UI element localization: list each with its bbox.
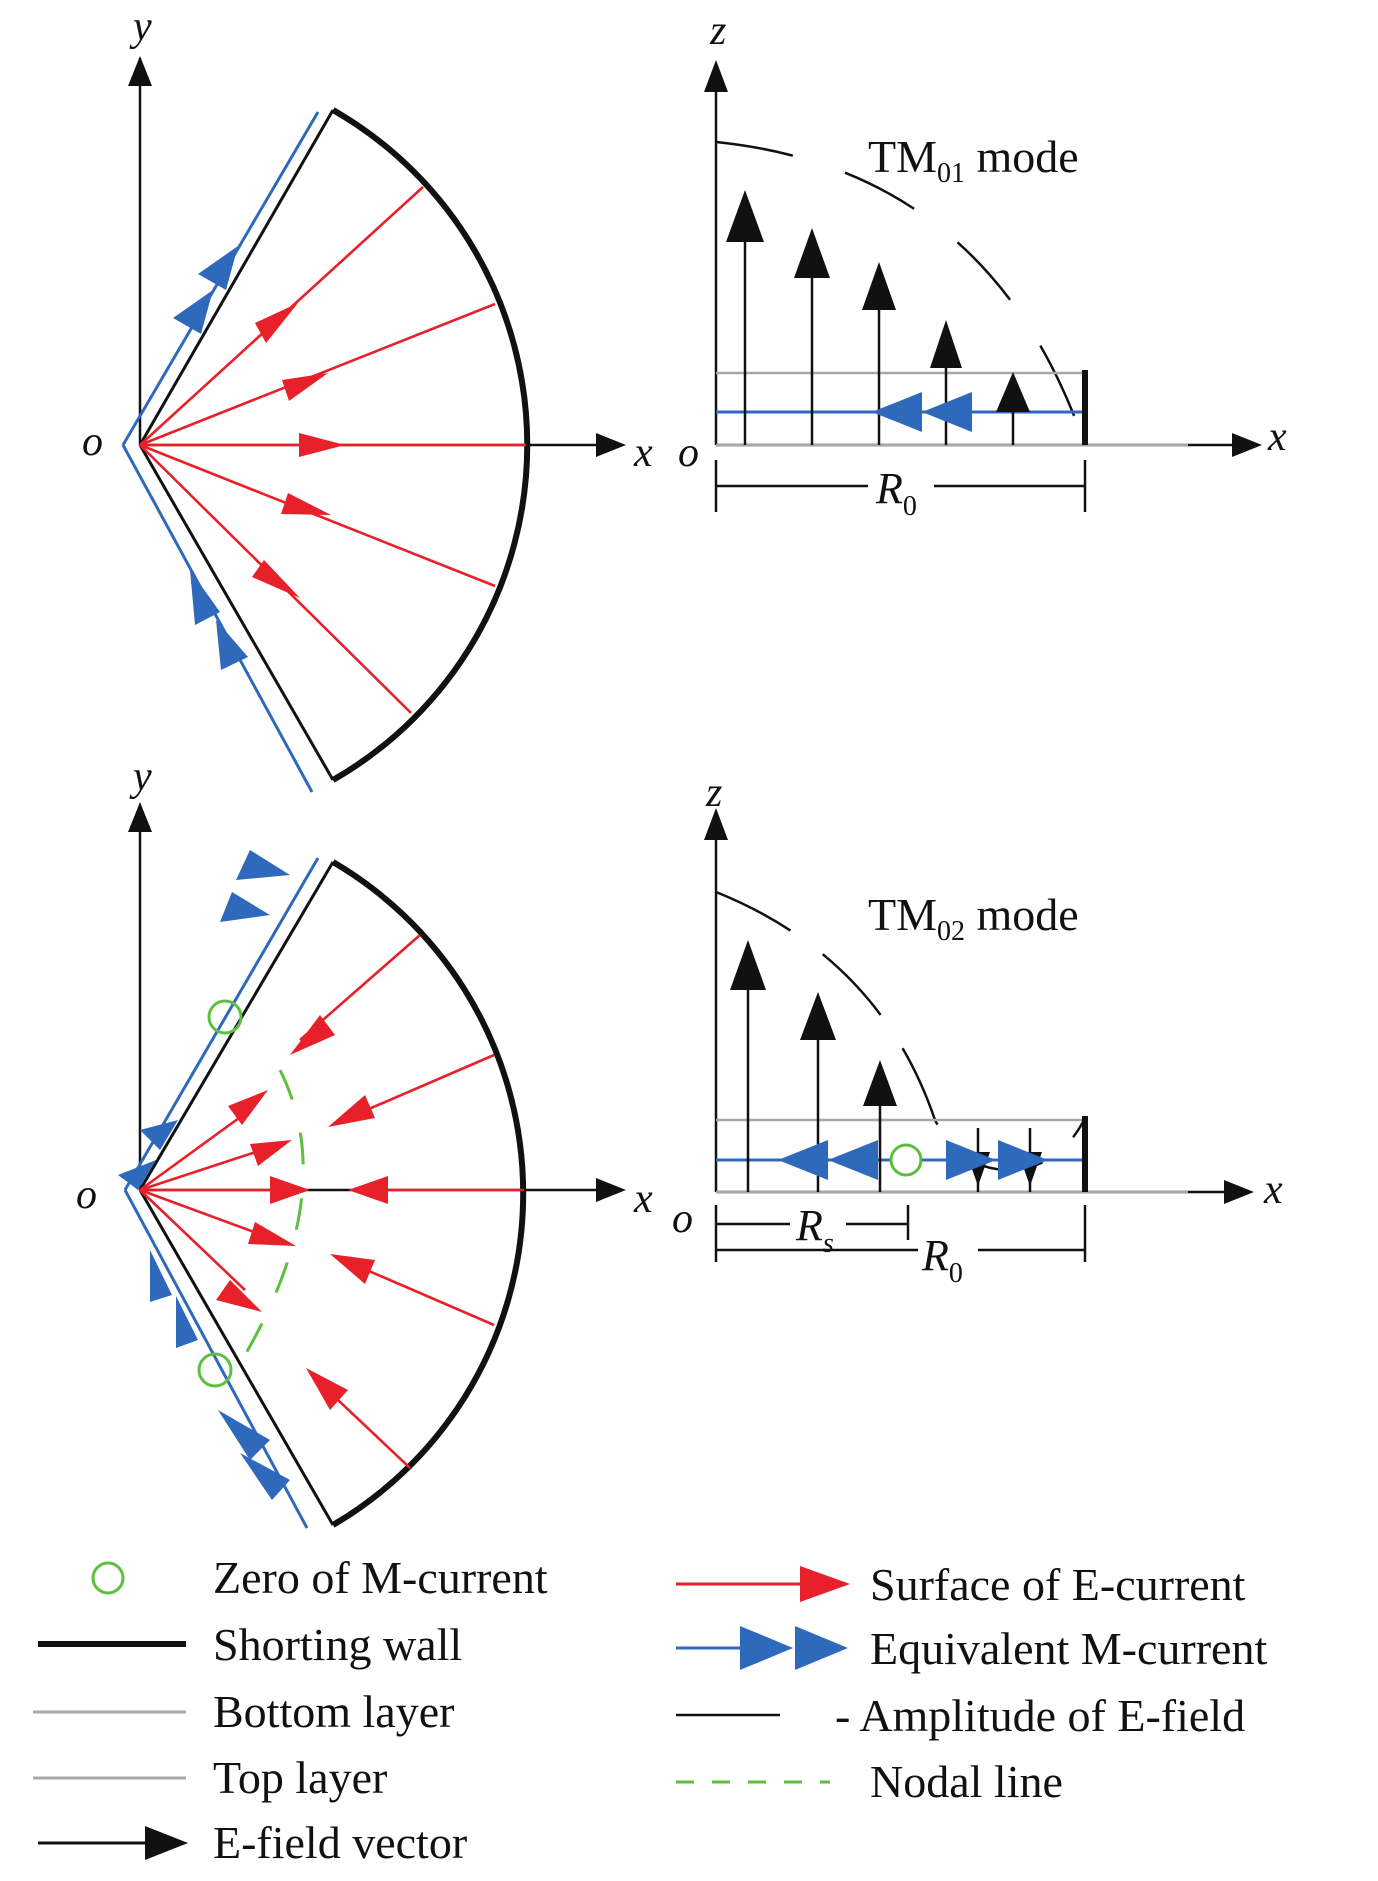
e-field-amplitude-curve <box>715 140 1087 446</box>
x-axis-arrowhead <box>596 433 626 457</box>
e-current-rays <box>139 186 526 714</box>
e-field-arrowheads-up <box>730 940 897 1106</box>
r0-label: R0 <box>921 1231 963 1289</box>
x-axis-label: x <box>633 430 653 476</box>
legend-zero-label: Zero of M-current <box>213 1552 548 1603</box>
origin-label: o <box>678 430 699 476</box>
legend-amplitude-label: - Amplitude of E-field <box>835 1690 1245 1741</box>
legend-top-layer-label: Top layer <box>213 1752 387 1803</box>
y-axis-label: y <box>129 4 152 50</box>
e-current-arrowheads-outward <box>216 1090 310 1312</box>
x-axis-arrowhead <box>596 1178 626 1202</box>
m-current-arrowheads <box>118 850 290 1500</box>
legend-m-current-arrowhead <box>740 1626 793 1670</box>
m-current-arrowheads <box>173 246 248 670</box>
shorting-wall-arc <box>331 107 531 783</box>
sector-lower-edge <box>138 1189 335 1526</box>
z-axis-label: z <box>705 770 722 816</box>
m-current-arrowheads <box>872 392 972 432</box>
z-axis-label: z <box>709 8 726 54</box>
m-current-lower-edge <box>123 1189 309 1529</box>
x-axis-label: x <box>1263 1167 1283 1213</box>
origin-label: o <box>672 1196 693 1242</box>
z-axis-arrowhead <box>704 808 728 840</box>
m-current-arrowheads-left <box>778 1140 878 1180</box>
legend-m-current-label: Equivalent M-current <box>870 1623 1267 1674</box>
legend-e-field-vector-arrowhead <box>145 1826 188 1860</box>
panel-tm02-top-view: y x o <box>76 754 653 1529</box>
panel-tm02-side-view: z x o TM02 mode <box>672 770 1283 1289</box>
legend-nodal-line-label: Nodal line <box>870 1756 1063 1807</box>
x-axis-label: x <box>633 1176 653 1222</box>
legend-m-current-arrowhead <box>795 1626 848 1670</box>
mode-title: TM01 mode <box>868 131 1079 189</box>
y-axis-arrowhead <box>128 56 152 86</box>
sector-lower-edge <box>138 444 335 781</box>
legend-e-current-label: Surface of E-current <box>870 1559 1246 1610</box>
mode-title: TM02 mode <box>868 889 1079 947</box>
origin-label: o <box>82 419 103 465</box>
nodal-line <box>243 1069 305 1356</box>
origin-label: o <box>76 1172 97 1218</box>
legend: Zero of M-current Shorting wall Bottom l… <box>33 1552 1267 1868</box>
m-current-zero <box>207 999 243 1035</box>
legend-e-field-vector-label: E-field vector <box>213 1817 467 1868</box>
y-axis-label: y <box>129 754 152 800</box>
sector-upper-edge <box>138 109 335 446</box>
shorting-wall-arc <box>331 859 527 1528</box>
legend-e-current-arrowhead <box>800 1566 850 1602</box>
x-axis-arrowhead <box>1224 1180 1254 1204</box>
m-current-lower-edge <box>121 444 314 793</box>
e-current-rays-inner <box>139 1108 275 1291</box>
e-current-arrowheads-inward <box>290 1015 388 1410</box>
m-current-arrowheads-right <box>946 1140 1048 1180</box>
legend-bottom-layer-label: Bottom layer <box>213 1686 454 1737</box>
x-axis-label: x <box>1267 414 1287 460</box>
z-axis-arrowhead <box>704 60 728 92</box>
m-current-zero <box>197 1352 233 1388</box>
m-current-zero <box>889 1143 923 1177</box>
r0-label: R0 <box>875 464 917 522</box>
x-axis-arrowhead <box>1232 433 1262 457</box>
panel-tm01-top-view: y x o <box>82 4 653 793</box>
rs-label: Rs <box>795 1201 834 1259</box>
panel-tm01-side-view: z x o TM01 mode <box>678 8 1287 522</box>
y-axis-arrowhead <box>128 802 152 832</box>
e-current-arrowheads <box>252 303 345 598</box>
e-field-arrowheads <box>726 190 1030 412</box>
legend-shorting-wall-label: Shorting wall <box>213 1619 462 1670</box>
legend-zero-symbol <box>91 1561 125 1595</box>
